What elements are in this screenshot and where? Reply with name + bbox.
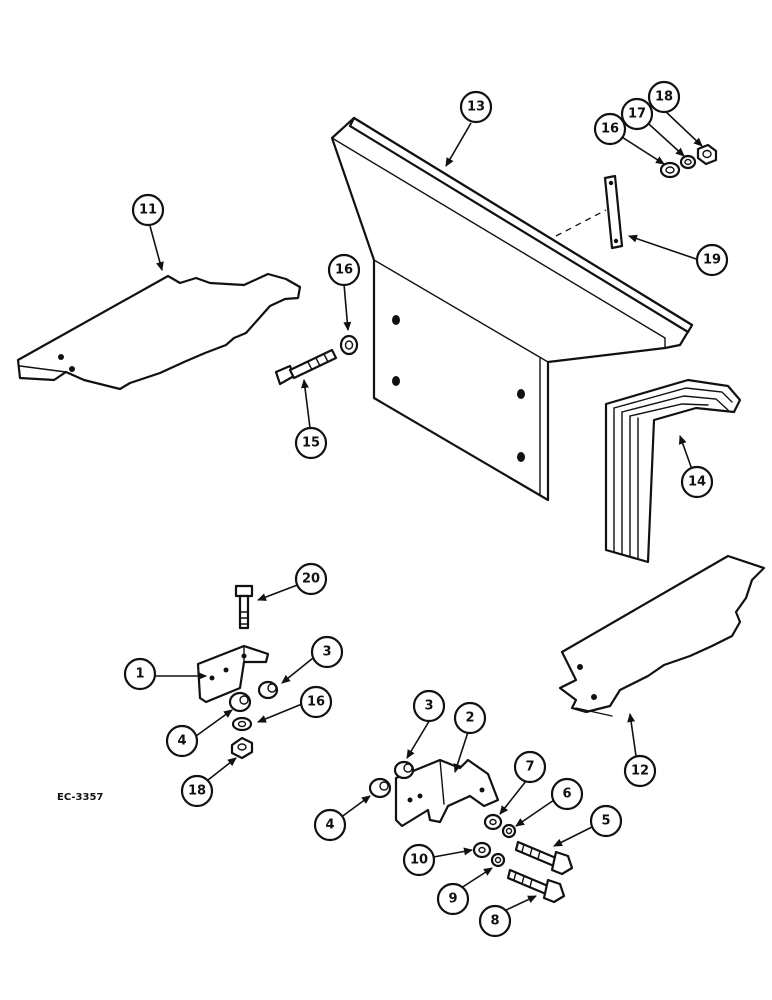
left-side-plate: [16, 272, 302, 391]
callout-16-left: 16: [299, 685, 333, 719]
washer-16-left: [231, 716, 253, 732]
svg-text:2: 2: [465, 711, 474, 726]
bushing-3-left: [257, 680, 279, 700]
bushing-3-right: [393, 760, 415, 780]
svg-text:15: 15: [302, 436, 320, 451]
svg-text:12: 12: [631, 764, 649, 779]
svg-text:16: 16: [335, 263, 353, 278]
svg-text:4: 4: [177, 734, 186, 749]
right-side-plate: [558, 554, 766, 717]
svg-text:3: 3: [424, 699, 433, 714]
callout-3-right: 3: [412, 689, 446, 723]
svg-text:10: 10: [410, 853, 428, 868]
bolt-5: [514, 840, 574, 876]
svg-text:18: 18: [655, 90, 673, 105]
drawing-reference: EC-3357: [57, 792, 103, 803]
callout-9: 9: [436, 882, 470, 916]
washer-7: [483, 813, 503, 831]
bushing-4-right: [368, 777, 392, 799]
callout-1: 1: [123, 657, 157, 691]
svg-text:4: 4: [325, 818, 334, 833]
upper-nut-18: [696, 143, 718, 166]
nut-18-left: [230, 736, 254, 760]
callout-16-center: 16: [327, 253, 361, 287]
svg-text:7: 7: [525, 760, 534, 775]
callout-18-top: 18: [647, 80, 681, 114]
callout-16-top: 16: [593, 112, 627, 146]
svg-text:8: 8: [490, 914, 499, 929]
bushing-4-left: [228, 691, 252, 713]
center-washer-16: [339, 334, 359, 356]
callout-4-right: 4: [313, 808, 347, 842]
svg-text:1: 1: [135, 667, 144, 682]
svg-text:5: 5: [601, 814, 610, 829]
callout-6: 6: [550, 777, 584, 811]
bolt-15: [274, 348, 338, 386]
bracket-1: [196, 644, 270, 704]
svg-text:13: 13: [467, 100, 485, 115]
svg-text:17: 17: [628, 107, 646, 122]
washer-10: [472, 841, 492, 859]
callout-10: 10: [402, 843, 436, 877]
callout-4-left: 4: [165, 724, 199, 758]
leader-lines: [149, 110, 706, 913]
svg-text:19: 19: [703, 253, 721, 268]
svg-text:18: 18: [188, 784, 206, 799]
svg-text:11: 11: [139, 203, 157, 218]
lock-washer-6: [501, 823, 517, 839]
upper-washer-16: [659, 161, 681, 179]
callout-7: 7: [513, 750, 547, 784]
svg-text:14: 14: [688, 475, 706, 490]
svg-text:16: 16: [601, 122, 619, 137]
callout-12: 12: [623, 754, 657, 788]
callout-19: 19: [695, 243, 729, 277]
lock-washer-9: [490, 852, 506, 868]
svg-text:3: 3: [322, 645, 331, 660]
callout-3-left: 3: [310, 635, 344, 669]
center-panel: [330, 116, 694, 502]
callout-14: 14: [680, 465, 714, 499]
svg-text:20: 20: [302, 572, 320, 587]
callout-11: 11: [131, 193, 165, 227]
callout-2: 2: [453, 701, 487, 735]
callout-15: 15: [294, 426, 328, 460]
svg-text:16: 16: [307, 695, 325, 710]
bracket-2: [394, 758, 500, 828]
callout-8: 8: [478, 904, 512, 938]
svg-text:6: 6: [562, 787, 571, 802]
callout-5: 5: [589, 804, 623, 838]
callout-13: 13: [459, 90, 493, 124]
callout-20: 20: [294, 562, 328, 596]
seal-strip: [604, 378, 742, 564]
callout-18-left: 18: [180, 774, 214, 808]
svg-text:9: 9: [448, 892, 457, 907]
strap-plate: [603, 174, 624, 250]
callout-17: 17: [620, 97, 654, 131]
lock-washer-17: [679, 154, 697, 170]
bolt-20: [234, 584, 254, 630]
bolt-8: [506, 868, 566, 904]
alignment-dashed-line: [555, 209, 607, 237]
